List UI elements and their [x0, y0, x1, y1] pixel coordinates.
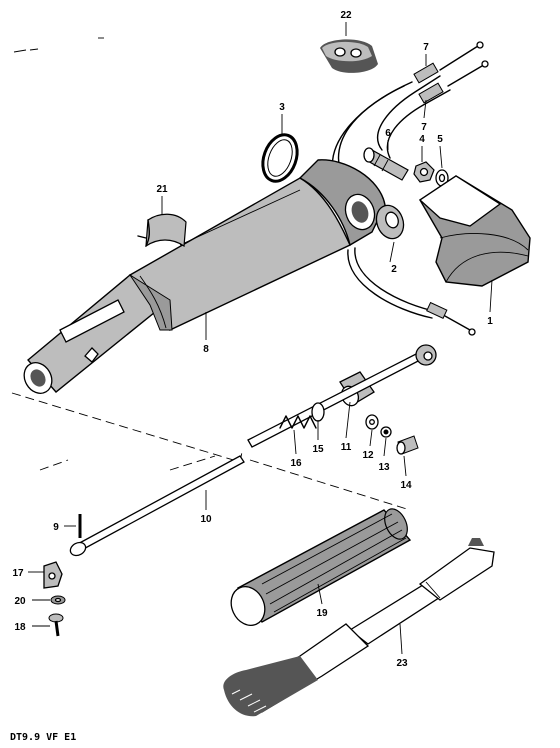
part-17-clip: [43, 561, 63, 589]
part-22-grommet: [320, 39, 378, 73]
label-part-14: 14: [400, 480, 412, 491]
part-20-washer: [50, 595, 66, 605]
part-21-bushing: [137, 213, 187, 248]
part-19-grip: [230, 508, 412, 626]
label-part-2: 2: [391, 264, 397, 275]
part-8-tiller-arm: [23, 159, 386, 394]
label-part-8: 8: [203, 344, 209, 355]
label-part-9: 9: [53, 522, 59, 533]
label-part-12: 12: [362, 450, 374, 461]
label-part-6: 6: [385, 128, 391, 139]
leader-lines: [28, 22, 493, 655]
corner-dashes: [13, 37, 104, 53]
label-part-17: 17: [12, 568, 24, 579]
part-16-spring: [279, 415, 317, 429]
diagram-caption: DT9.9 VF E1: [10, 732, 76, 743]
label-part-1: 1: [487, 316, 493, 327]
part-4-nut: [413, 161, 435, 183]
shaft-rod: [247, 344, 437, 448]
part-3-o-ring: [261, 133, 299, 183]
label-part-7-lower: 7: [421, 122, 427, 133]
label-part-15: 15: [312, 444, 324, 455]
label-part-18: 18: [14, 622, 26, 633]
label-part-22: 22: [340, 10, 352, 21]
label-part-16: 16: [290, 458, 302, 469]
part-2-spacer: [375, 204, 405, 240]
label-part-3: 3: [279, 102, 285, 113]
label-part-4: 4: [419, 134, 425, 145]
label-part-13: 13: [378, 462, 390, 473]
part-7-cables: [331, 41, 489, 336]
part-12-washer: [365, 414, 379, 430]
label-part-20: 20: [14, 596, 26, 607]
part-23-tube: [223, 538, 495, 717]
part-14-screw: [396, 435, 419, 455]
part-5-washer: [435, 169, 449, 187]
part-13-lock-washer: [380, 426, 392, 438]
label-part-5: 5: [437, 134, 443, 145]
label-part-21: 21: [156, 184, 168, 195]
part-15-washer: [311, 402, 325, 422]
label-part-10: 10: [200, 514, 212, 525]
part-1-cover: [418, 175, 531, 287]
part-10-rod: [69, 455, 245, 557]
label-part-23: 23: [396, 658, 408, 669]
part-6-bolt: [363, 147, 409, 181]
part-labels: 22 7 7 3 6 4 5 2 21 1 8 11 15 16 12 13 1…: [12, 10, 493, 669]
part-18-screw: [48, 613, 64, 637]
label-part-7-upper: 7: [423, 42, 429, 53]
label-part-11: 11: [341, 442, 352, 453]
label-part-19: 19: [316, 608, 328, 619]
